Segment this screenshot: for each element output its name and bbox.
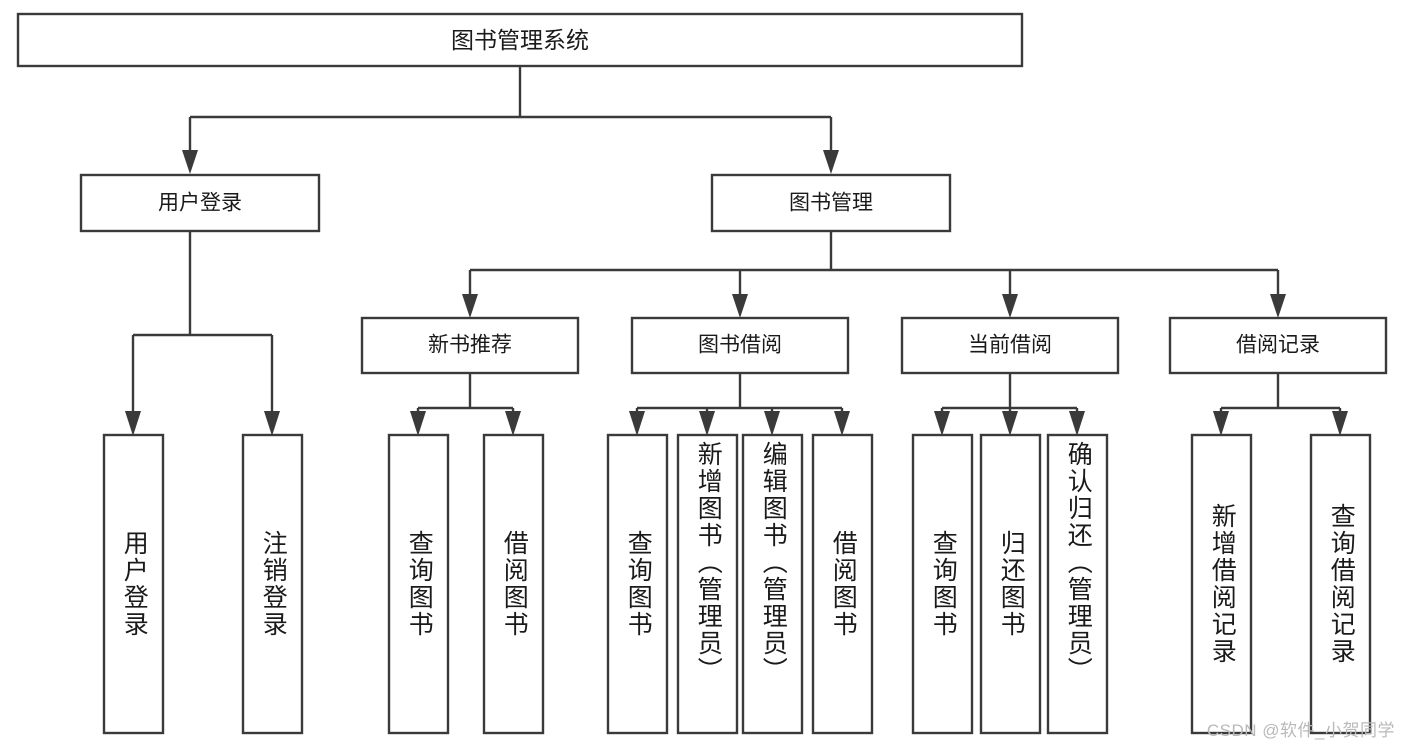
node-book-borrow[interactable]: 图书借阅 [630,316,850,375]
node-book-management-box[interactable] [710,173,952,233]
node-book-management-label: 图书管理 [789,192,873,215]
arrowhead-borrowbook [732,294,748,318]
arrowhead-leaf-7 [764,411,780,436]
leaf-box-9[interactable] [911,433,974,735]
arrowhead-bookmgmt [823,150,839,174]
arrowhead-leaf-6 [699,411,715,436]
arrowhead-leaf-5 [629,411,645,436]
arrowhead-leaf-2 [264,411,280,436]
node-root-label: 图书管理系统 [451,27,589,53]
leaf-box-6[interactable] [676,433,739,735]
arrowhead-leaf-13 [1332,411,1348,436]
connector-group-userlogin [125,231,280,436]
leaf-box-3[interactable] [387,433,450,735]
connector-group-bookmgmt [462,231,1286,318]
arrowhead-leaf-12 [1213,411,1229,436]
node-borrow-record-box[interactable] [1168,316,1388,375]
arrowhead-userlogin [182,150,198,174]
node-current-borrow[interactable]: 当前借阅 [900,316,1120,375]
node-user-login-label: 用户登录 [158,192,242,215]
arrowhead-leaf-11 [1069,411,1085,436]
node-current-borrow-label: 当前借阅 [968,334,1052,357]
node-new-book-recommend[interactable]: 新书推荐 [360,316,580,375]
connector-group-root [182,66,839,174]
arrowhead-borrowrecord [1270,294,1286,318]
node-book-management[interactable]: 图书管理 [710,173,952,233]
leaf-box-8[interactable] [811,433,874,735]
node-root-box[interactable] [16,12,1024,68]
node-borrow-record-label: 借阅记录 [1236,334,1320,357]
node-user-login[interactable]: 用户登录 [79,173,321,233]
leaf-box-4[interactable] [482,433,545,735]
node-root[interactable]: 图书管理系统 [16,12,1024,68]
connector-group-currentborrow [934,373,1085,436]
arrowhead-newbook [462,294,478,318]
node-borrow-record[interactable]: 借阅记录 [1168,316,1388,375]
arrowhead-leaf-3 [410,411,426,436]
connector-group-borrowrecord [1213,373,1348,436]
arrowhead-leaf-9 [934,411,950,436]
watermark-text: CSDN @软件_小贺同学 [1206,721,1395,740]
leaf-box-13[interactable] [1309,433,1372,735]
node-new-book-recommend-label: 新书推荐 [428,334,512,357]
leaf-box-1[interactable] [102,433,165,735]
leaf-box-5[interactable] [606,433,669,735]
connector-group-newbook [410,373,521,436]
leaf-box-12[interactable] [1190,433,1253,735]
arrowhead-leaf-10 [1002,411,1018,436]
leaf-box-2[interactable] [241,433,304,735]
node-book-borrow-label: 图书借阅 [698,334,782,357]
arrowhead-currentborrow [1002,294,1018,318]
node-user-login-box[interactable] [79,173,321,233]
leaf-box-10[interactable] [979,433,1042,735]
connector-group-borrowbook [629,373,850,436]
arrowhead-leaf-8 [834,411,850,436]
leaf-node-group [102,433,1372,735]
node-new-book-recommend-box[interactable] [360,316,580,375]
leaf-box-7[interactable] [741,433,804,735]
leaf-box-11[interactable] [1046,433,1109,735]
arrowhead-leaf-1 [125,411,141,436]
node-book-borrow-box[interactable] [630,316,850,375]
arrowhead-leaf-4 [505,411,521,436]
node-current-borrow-box[interactable] [900,316,1120,375]
